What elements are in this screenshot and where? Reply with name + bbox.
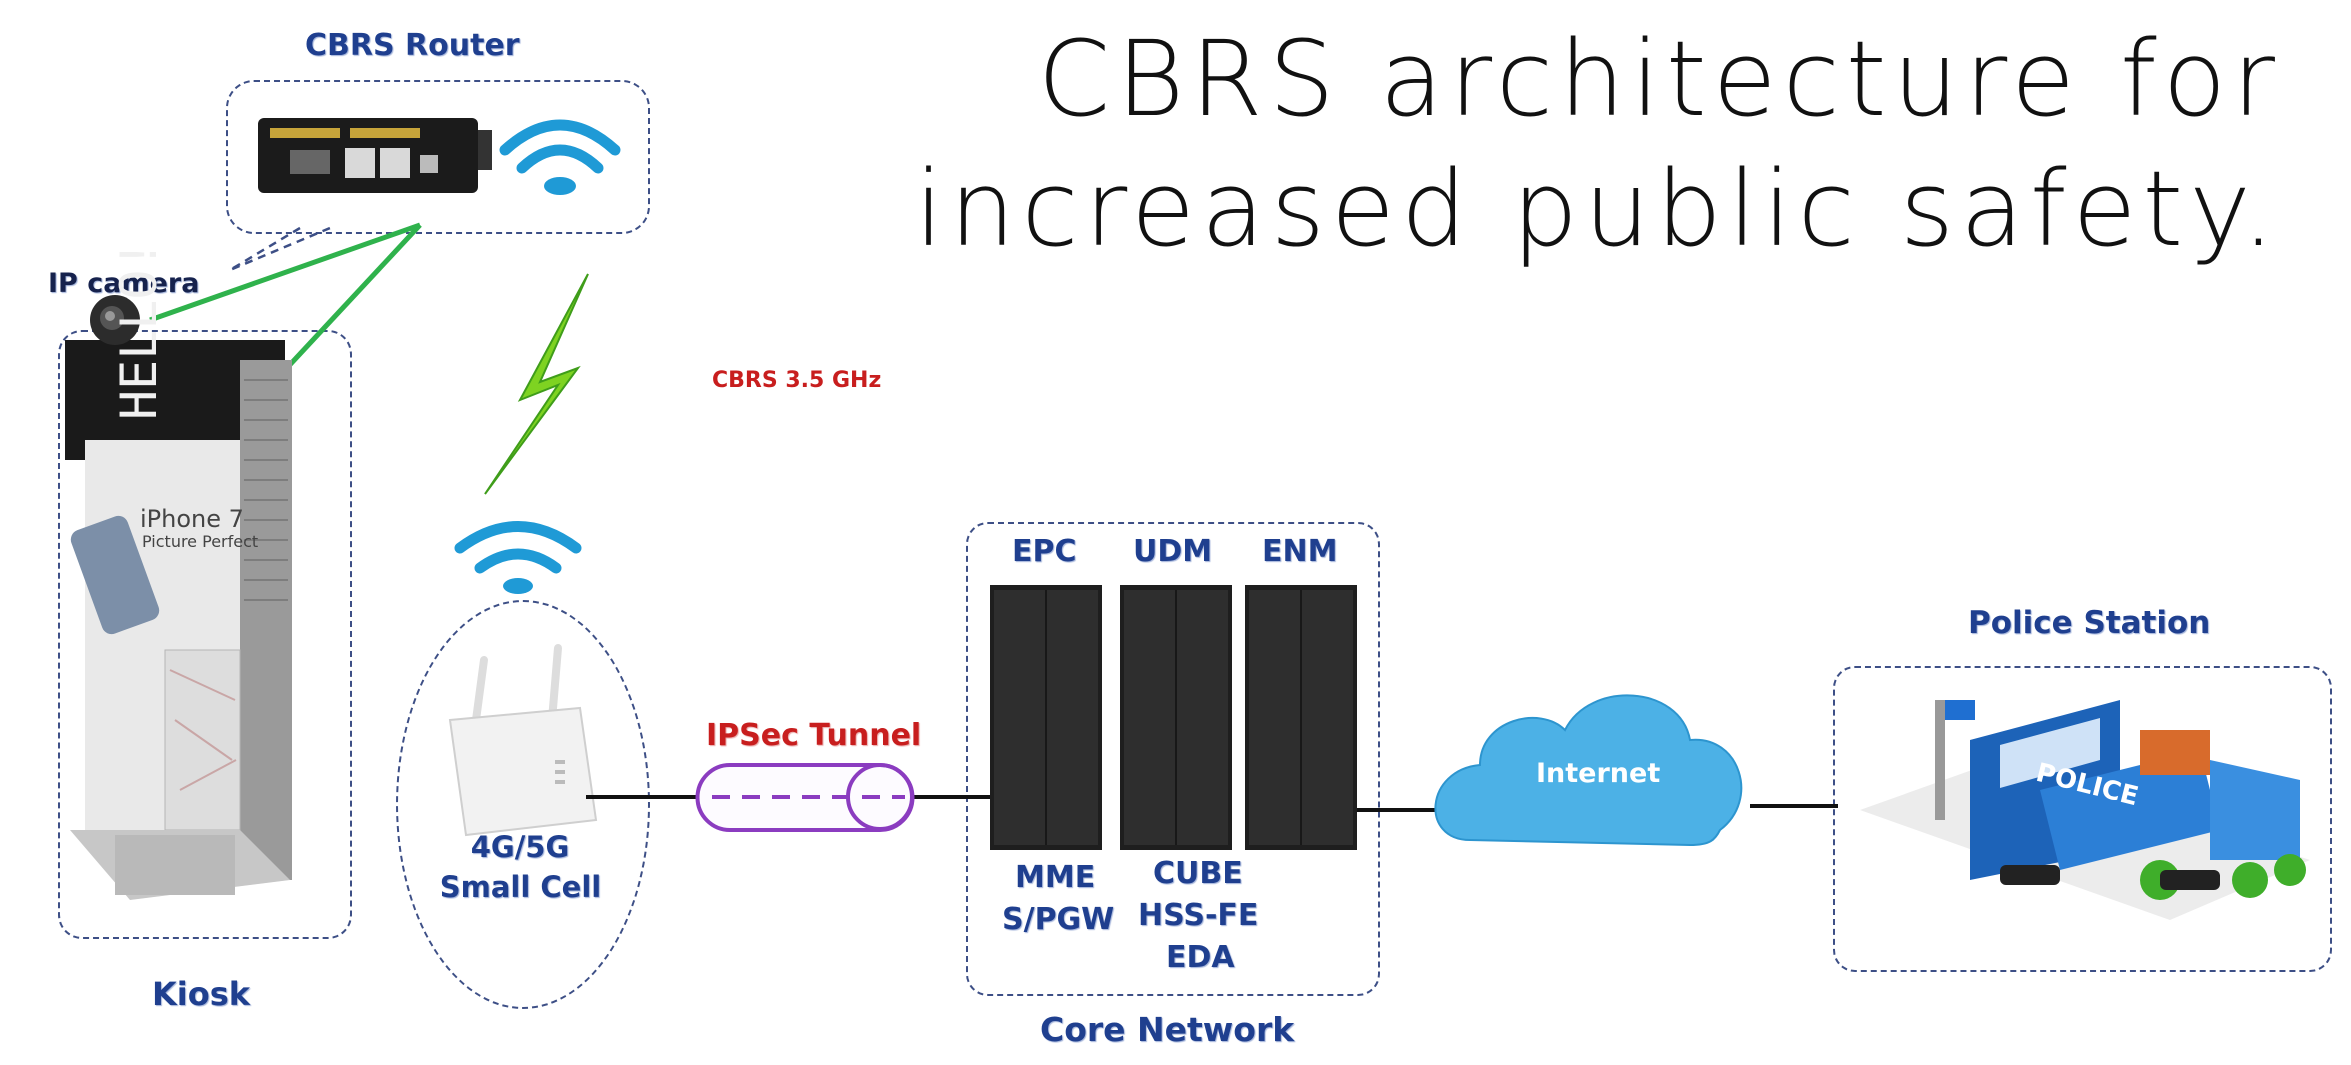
server-rack-epc — [990, 585, 1102, 850]
ip-camera-device — [90, 295, 140, 345]
kiosk-link — [283, 223, 422, 372]
kiosk-label: Kiosk — [152, 975, 251, 1013]
spgw-label: S/PGW — [1002, 902, 1115, 937]
title-line-2: increased public safety. — [914, 148, 2281, 270]
wireless-link-bolt — [484, 273, 589, 495]
internet-label: Internet — [1536, 758, 1661, 789]
router-label: CBRS Router — [305, 28, 520, 63]
server-rack-enm — [1245, 585, 1357, 850]
enm-label: ENM — [1262, 534, 1338, 569]
hss-fe-label: HSS-FE — [1138, 898, 1259, 933]
police-station-building — [1860, 700, 2310, 920]
kiosk-ad-line-2: Picture Perfect — [142, 532, 259, 551]
mme-label: MME — [1015, 860, 1096, 895]
kiosk-device — [65, 340, 292, 900]
core-network-frame — [966, 522, 1380, 996]
router-bubble — [226, 80, 650, 234]
police-frame — [1833, 666, 2332, 972]
kiosk-frame — [58, 330, 352, 939]
title-line-1: CBRS architecture for — [1037, 18, 2281, 140]
small-cell-frame — [396, 600, 650, 1009]
epc-label: EPC — [1012, 534, 1077, 569]
core-network-label: Core Network — [1040, 1010, 1295, 1049]
router-device — [258, 118, 492, 193]
ip-camera-label: IP camera — [48, 268, 200, 299]
server-rack-udm — [1120, 585, 1232, 850]
small-cell-label-line-1: 4G/5G — [470, 830, 570, 864]
ipsec-tunnel-icon — [695, 763, 915, 832]
internet-cloud-icon — [1434, 694, 1743, 847]
police-station-label: Police Station — [1968, 605, 2211, 641]
kiosk-ad-line-1: iPhone 7 — [140, 505, 244, 533]
ipsec-tunnel-label: IPSec Tunnel — [706, 718, 922, 753]
router-wifi-icon — [499, 119, 621, 195]
cube-label: CUBE — [1153, 856, 1243, 891]
eda-label: EDA — [1166, 940, 1235, 975]
udm-label: UDM — [1133, 534, 1213, 569]
small-cell-wifi-icon — [454, 521, 582, 594]
small-cell-label-line-2: Small Cell — [439, 870, 602, 904]
kiosk-screen-text: HELLO! — [110, 239, 168, 420]
camera-link — [149, 222, 421, 323]
small-cell-device — [448, 644, 598, 837]
cbrs-band-label: CBRS 3.5 GHz — [712, 368, 882, 393]
